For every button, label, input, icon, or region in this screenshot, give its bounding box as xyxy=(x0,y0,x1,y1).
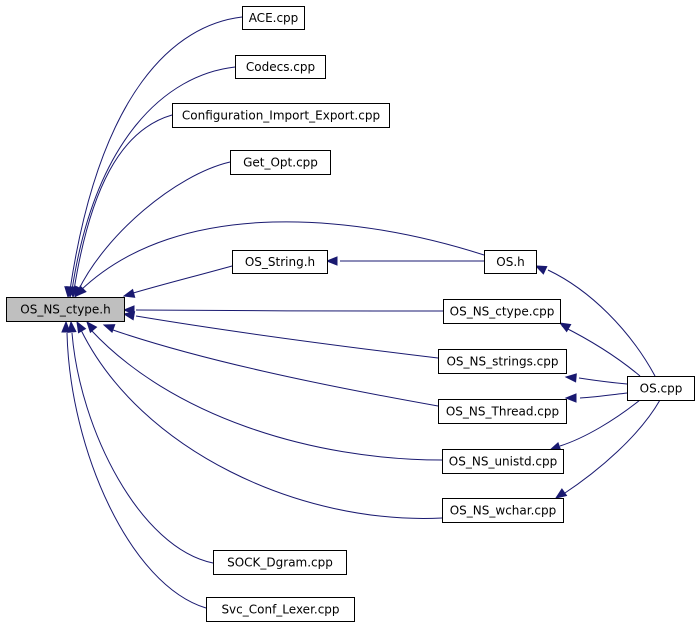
node-box-svcconf xyxy=(206,597,355,622)
edge-oscpp-to-oswchar xyxy=(561,399,661,496)
node-osh[interactable]: OS.h xyxy=(484,250,537,274)
node-osctypecpp[interactable]: OS_NS_ctype.cpp xyxy=(443,299,561,324)
node-label-root: OS_NS_ctype.h xyxy=(20,303,110,317)
arrowhead-svcconf-to-root xyxy=(61,320,71,333)
node-label-osthread: OS_NS_Thread.cpp xyxy=(446,405,559,419)
edge-osh-to-root xyxy=(79,221,485,292)
node-label-osstrings: OS_NS_strings.cpp xyxy=(446,355,558,369)
node-box-getopt xyxy=(230,150,331,175)
edge-osstrings-to-root xyxy=(135,315,439,359)
edge-config-to-root xyxy=(73,114,173,291)
node-label-osctypecpp: OS_NS_ctype.cpp xyxy=(450,305,555,319)
node-box-osstrings xyxy=(438,349,567,374)
arrowhead-oscpp-to-osthread xyxy=(564,393,577,403)
arrowhead-oswchar-to-root xyxy=(76,320,87,334)
node-box-osh xyxy=(484,250,537,274)
arrowhead-osstrings-to-root xyxy=(122,311,136,321)
node-box-config xyxy=(172,103,390,128)
node-label-codecs: Codecs.cpp xyxy=(246,60,315,74)
node-label-oswchar: OS_NS_wchar.cpp xyxy=(450,504,557,518)
arrowhead-oscpp-to-osctypecpp xyxy=(558,322,572,333)
node-oscpp[interactable]: OS.cpp xyxy=(627,376,695,401)
node-osstring[interactable]: OS_String.h xyxy=(232,250,328,274)
arrowhead-oscpp-to-oswchar xyxy=(554,488,568,499)
node-box-oswchar xyxy=(442,498,564,523)
node-box-osthread xyxy=(438,399,567,424)
edge-oscpp-to-osthread xyxy=(579,392,628,399)
node-box-sockdgram xyxy=(213,550,347,575)
edge-osunistd-to-root xyxy=(90,329,443,461)
node-getopt[interactable]: Get_Opt.cpp xyxy=(230,150,331,175)
arrowhead-osunistd-to-root xyxy=(86,320,98,334)
edge-oscpp-to-osstrings xyxy=(578,377,628,385)
node-codecs[interactable]: Codecs.cpp xyxy=(235,55,326,79)
node-config[interactable]: Configuration_Import_Export.cpp xyxy=(172,103,390,128)
node-root: OS_NS_ctype.h xyxy=(6,297,125,322)
node-box-osctypecpp xyxy=(443,299,561,324)
node-label-svcconf: Svc_Conf_Lexer.cpp xyxy=(221,603,339,617)
edge-codecs-to-root xyxy=(71,66,236,291)
edge-osstring-to-root xyxy=(129,265,233,295)
node-label-ace: ACE.cpp xyxy=(249,11,299,25)
node-box-osunistd xyxy=(442,449,564,474)
node-sockdgram[interactable]: SOCK_Dgram.cpp xyxy=(213,550,347,575)
node-label-osstring: OS_String.h xyxy=(245,255,315,269)
edge-oscpp-to-osunistd xyxy=(559,399,641,447)
edge-sockdgram-to-root xyxy=(71,332,214,564)
node-svcconf[interactable]: Svc_Conf_Lexer.cpp xyxy=(206,597,355,622)
node-box-ace xyxy=(242,6,305,30)
arrowhead-osthread-to-root xyxy=(102,324,116,334)
edge-osctypecpp-to-root xyxy=(135,309,444,312)
node-label-osh: OS.h xyxy=(496,255,524,269)
node-label-getopt: Get_Opt.cpp xyxy=(243,156,318,170)
node-osthread[interactable]: OS_NS_Thread.cpp xyxy=(438,399,567,424)
edge-oscpp-to-osctypecpp xyxy=(561,325,641,377)
arrowhead-osh-to-root xyxy=(75,285,87,297)
node-label-config: Configuration_Import_Export.cpp xyxy=(182,109,380,123)
edge-oscpp-to-osh xyxy=(547,269,656,377)
node-label-sockdgram: SOCK_Dgram.cpp xyxy=(227,556,333,570)
node-box-oscpp xyxy=(627,376,695,401)
arrowhead-sockdgram-to-root xyxy=(67,320,77,333)
edge-osthread-to-root xyxy=(109,328,439,407)
node-box-osstring xyxy=(232,250,328,274)
node-ace[interactable]: ACE.cpp xyxy=(242,6,305,30)
edge-getopt-to-root xyxy=(77,161,231,292)
node-box-root xyxy=(6,297,125,322)
node-box-codecs xyxy=(235,55,326,79)
node-osstrings[interactable]: OS_NS_strings.cpp xyxy=(438,349,567,374)
arrowhead-osh-to-osstring xyxy=(325,256,338,266)
node-osunistd[interactable]: OS_NS_unistd.cpp xyxy=(442,449,564,474)
arrowhead-oscpp-to-osstrings xyxy=(564,373,577,383)
node-label-osunistd: OS_NS_unistd.cpp xyxy=(449,455,557,469)
edges-layer xyxy=(61,16,661,609)
node-oswchar[interactable]: OS_NS_wchar.cpp xyxy=(442,498,564,523)
nodes-layer: OS_NS_ctype.h ACE.cppCodecs.cppConfigurat… xyxy=(6,6,695,622)
edge-ace-to-root xyxy=(69,16,243,291)
edge-svcconf-to-root xyxy=(66,332,207,609)
arrowhead-osstring-to-root xyxy=(122,288,136,298)
edge-oswchar-to-root xyxy=(80,329,443,519)
arrowhead-oscpp-to-osh xyxy=(534,265,548,275)
node-label-oscpp: OS.cpp xyxy=(640,382,683,396)
